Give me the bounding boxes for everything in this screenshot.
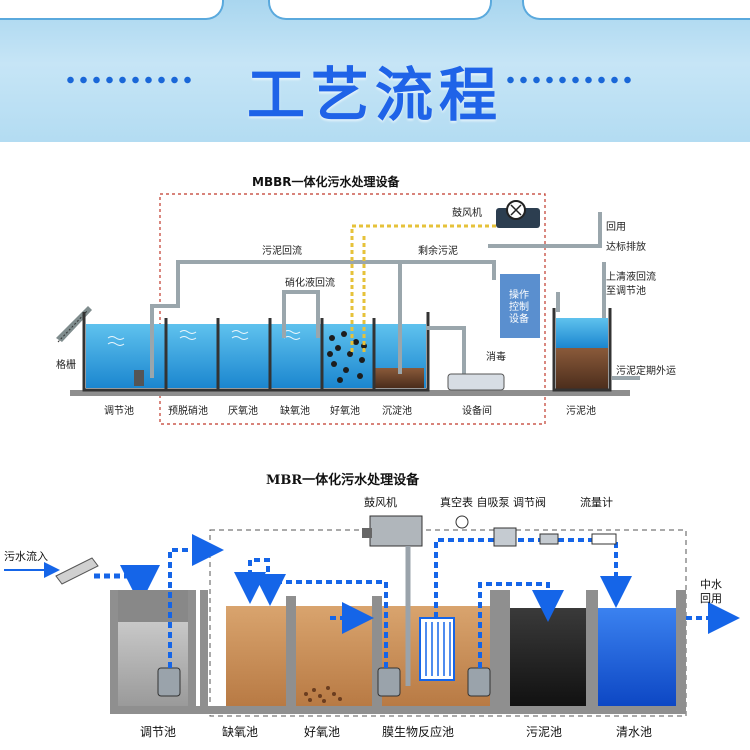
label-supernatant-1: 上清液回流: [606, 270, 656, 283]
inlet-screen: [55, 557, 99, 585]
sludge-tank: [556, 348, 608, 390]
disinfection-tank: [447, 373, 505, 391]
label-equipment: 真空表 自吸泵 调节阀: [440, 495, 546, 509]
anoxic-tank: [226, 606, 292, 706]
aerobic-tank: [296, 606, 376, 706]
self-priming-pump: [493, 527, 517, 547]
dots-left: [64, 76, 196, 84]
label-discharge: 达标排放: [606, 240, 646, 253]
label-disinfection: 消毒: [486, 350, 506, 363]
tank-label: 厌氧池: [228, 404, 258, 417]
mbbr-title: MBBR一体化污水处理设备: [252, 174, 400, 189]
tab-shape: [522, 0, 750, 20]
tab-shape: [0, 0, 224, 20]
clean-water-tank: [598, 608, 676, 706]
settling-sludge: [374, 368, 424, 388]
banner: 工艺流程: [0, 0, 750, 142]
dots-right: [504, 76, 636, 84]
tank-label: 缺氧池: [222, 724, 258, 739]
tank-label: 污泥池: [526, 725, 562, 739]
label-sludge-return: 污泥回流: [262, 244, 302, 257]
label-outlet-1: 中水: [700, 578, 722, 591]
mbr-diagram: MBR一体化污水处理设备 污水流入: [4, 472, 740, 739]
grate-label: 格栅: [56, 358, 76, 371]
control-label-1: 操作: [509, 288, 529, 301]
ground: [70, 390, 630, 396]
tank-label: 好氧池: [304, 725, 340, 739]
tank-label: 污泥池: [566, 404, 596, 417]
sludge-tank-2: [510, 608, 586, 706]
blower-2: [369, 515, 423, 547]
vacuum-gauge-icon: [455, 515, 469, 529]
label-supernatant-2: 至调节池: [606, 284, 646, 297]
membrane-module: [419, 617, 455, 681]
label-excess-sludge: 剩余污泥: [418, 244, 458, 257]
label-inlet: 污水流入: [4, 549, 48, 563]
label-blower: 鼓风机: [452, 206, 482, 219]
control-label-2: 控制: [509, 300, 529, 313]
banner-title: 工艺流程: [246, 61, 503, 129]
label-sludge-out: 污泥定期外运: [616, 364, 676, 377]
label-flowmeter: 流量计: [580, 495, 613, 509]
tank-label: 调节池: [140, 725, 176, 739]
flowmeter-icon: [591, 533, 617, 545]
tank-label: 设备间: [462, 404, 492, 417]
label-blower-2: 鼓风机: [364, 495, 397, 509]
label-nitrate-return: 硝化液回流: [285, 276, 335, 289]
tank-label: 膜生物反应池: [382, 724, 454, 739]
tank-label: 好氧池: [330, 404, 360, 417]
tank-label: 预脱硝池: [168, 404, 208, 417]
label-reuse: 回用: [606, 221, 626, 233]
control-box: [500, 274, 540, 338]
equipment-boundary: [159, 193, 546, 425]
mbr-title: MBR一体化污水处理设备: [266, 472, 420, 488]
valve-icon: [539, 533, 559, 545]
label-outlet-2: 回用: [700, 592, 722, 605]
control-label-3: 设备: [509, 312, 529, 325]
tank-label: 缺氧池: [280, 404, 310, 417]
tank-label: 调节池: [104, 404, 134, 417]
mbbr-diagram: MBBR一体化污水处理设备 格栅: [56, 174, 676, 425]
tab-shape: [268, 0, 492, 20]
tank-label: 沉淀池: [382, 404, 412, 417]
tank-label: 清水池: [616, 725, 652, 739]
